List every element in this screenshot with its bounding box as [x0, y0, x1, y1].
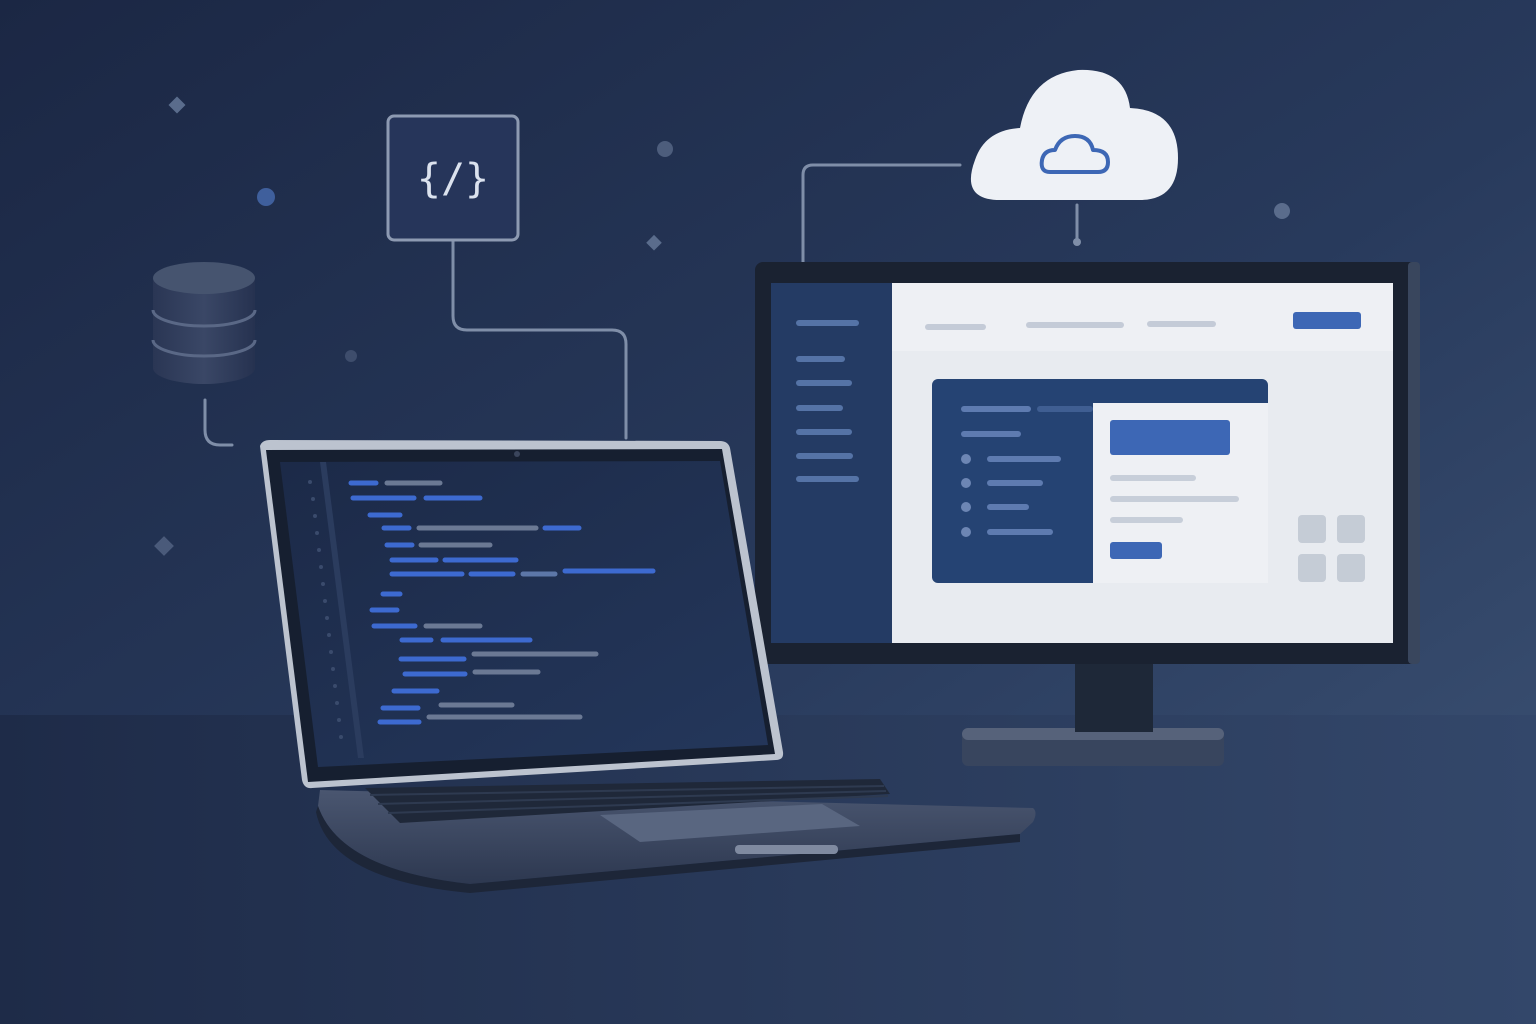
app-sidebar: [771, 283, 892, 643]
laptop-keyboard: [365, 779, 890, 823]
topbar-button: [1293, 312, 1361, 329]
laptop-camera: [514, 451, 520, 457]
laptop-screen: [280, 461, 768, 767]
connector-node: [1073, 238, 1081, 246]
editor-line-dots: [308, 480, 343, 739]
editor-gutter-line: [320, 462, 364, 758]
desktop-monitor: [755, 262, 1420, 766]
form-submit-button: [1110, 542, 1162, 559]
laptop-hinge-notch: [735, 845, 838, 854]
form-header-block: [1110, 420, 1230, 455]
form-lines: [1110, 475, 1239, 523]
topbar-nav: [925, 321, 1216, 330]
card-list-bullets: [961, 454, 971, 537]
laptop: [260, 440, 1036, 893]
cloud-icon: [970, 69, 1178, 201]
code-brackets-icon: {/}: [386, 114, 520, 242]
keyboard-rows: [369, 785, 889, 814]
sidebar-items: [796, 320, 859, 482]
laptop-trackpad: [600, 804, 860, 842]
code-symbol-text: {/}: [417, 156, 489, 202]
connector-lines: [203, 163, 1079, 447]
desk-surface: [0, 715, 1536, 1024]
card-list: [961, 406, 1093, 535]
monitor-stand: [1075, 660, 1153, 732]
grid-tiles: [1298, 515, 1365, 582]
database-icon: [151, 262, 257, 384]
editor-code-lines: [348, 480, 656, 725]
